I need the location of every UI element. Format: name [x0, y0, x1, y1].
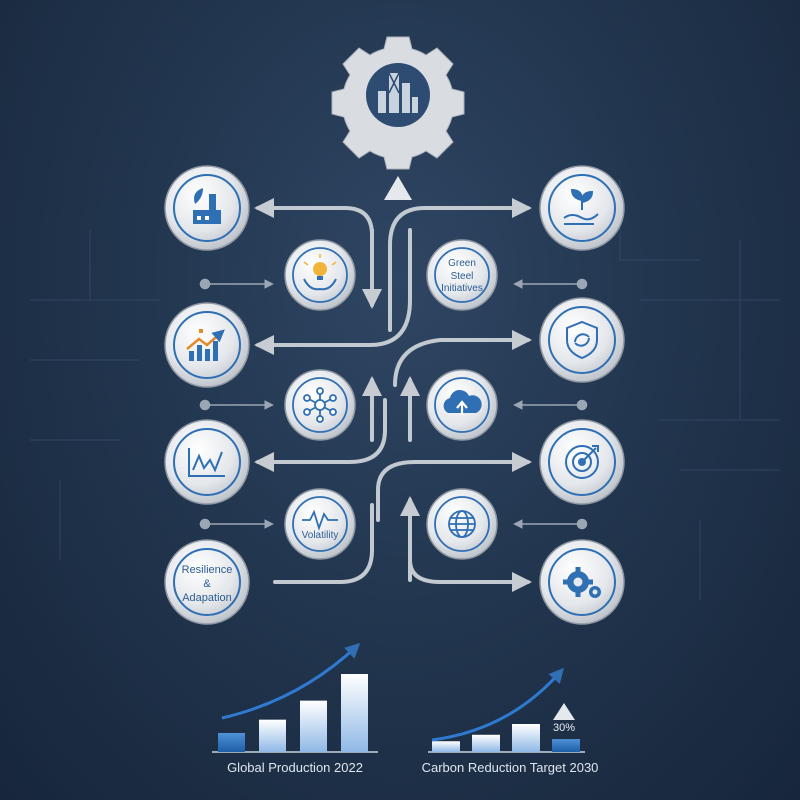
line-chart-node [164, 419, 250, 505]
flow-arrows [254, 198, 532, 592]
gears-node [539, 539, 625, 625]
up-triangle-icon [384, 176, 412, 200]
line-chart-icon [188, 448, 225, 477]
factory-node [164, 165, 250, 251]
factory-icon [193, 188, 221, 224]
lightbulb-node [284, 239, 356, 311]
diagram-nodes [164, 165, 625, 625]
chart1-bar-4 [341, 674, 368, 752]
background-lines [30, 180, 780, 600]
chart2-bar-3 [512, 724, 540, 752]
chart2-triangle-icon [553, 703, 575, 720]
cloud-node [426, 369, 498, 441]
cloud-upload-icon [443, 389, 482, 415]
carbon-reduction-chart [428, 667, 585, 753]
gears-icon [563, 567, 601, 598]
volatility-label: Volatility [301, 530, 339, 541]
green-steel-initiatives-label: Green Steel Initiatives [441, 258, 483, 294]
plant-hand-icon [563, 188, 599, 225]
top-gear-factory-icon [331, 36, 465, 170]
chart2-bar-4 [552, 739, 580, 752]
chart1-bar-3 [300, 700, 327, 752]
resilience-adaptation-node [164, 539, 250, 625]
network-node [284, 369, 356, 441]
globe-icon [448, 510, 476, 538]
growth-chart-icon [186, 329, 225, 361]
shield-node [539, 297, 625, 383]
target-node [539, 419, 625, 505]
plant-hand-node [539, 165, 625, 251]
volatility-node [284, 488, 356, 560]
chart1-bar-2 [259, 719, 286, 752]
chart2-bar-2 [472, 734, 500, 752]
volatility-wave-icon [302, 509, 338, 531]
side-connectors [199, 278, 588, 530]
chart1-trend-arrow [221, 642, 361, 720]
global-production-chart [212, 642, 378, 753]
green-steel-node [426, 239, 498, 311]
chart1-bar-1 [218, 732, 245, 752]
lightbulb-hands-icon [303, 254, 337, 291]
resilience-adaptation-label: Resilience & Adapation [181, 564, 233, 604]
chart2-trend-arrow [431, 667, 564, 742]
target-icon [565, 445, 599, 479]
network-icon [303, 387, 337, 423]
global-production-caption: Global Production 2022 [227, 760, 363, 775]
growth-chart-node [164, 302, 250, 388]
carbon-target-value-label: 30% [552, 722, 576, 734]
chart2-bar-1 [432, 741, 460, 752]
shield-icon [566, 320, 598, 360]
globe-node [426, 488, 498, 560]
carbon-reduction-caption: Carbon Reduction Target 2030 [421, 760, 599, 775]
